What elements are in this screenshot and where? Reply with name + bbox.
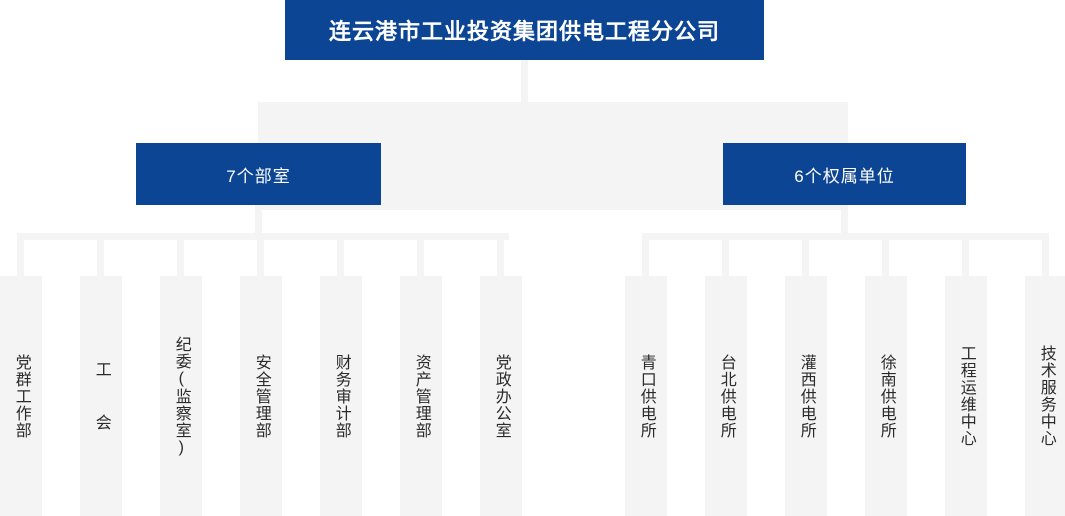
leaf-node-label: 党政办公室: [492, 353, 510, 439]
leaf-node-affiliated-unit-5[interactable]: 工程运维中心: [945, 276, 987, 516]
leaf-node-label: 技术服务中心: [1037, 345, 1055, 447]
connector-drop-department-3: [177, 233, 184, 278]
root-node-label: 连云港市工业投资集团供电工程分公司: [328, 19, 720, 44]
leaf-node-affiliated-unit-4[interactable]: 徐南供电所: [865, 276, 907, 516]
connector-drop-department-4: [257, 233, 264, 278]
leaf-node-label: 灌西供电所: [797, 353, 815, 439]
connector-drop-department-2: [97, 233, 104, 278]
leaf-node-affiliated-unit-2[interactable]: 台北供电所: [705, 276, 747, 516]
connector-drop-department-6: [417, 233, 424, 278]
connector-drop-affiliated-unit-3: [802, 233, 809, 278]
connector-drop-affiliated-unit-4: [882, 233, 889, 278]
connector-root-stem: [521, 60, 528, 103]
leaf-node-label: 工 会: [92, 361, 110, 431]
connector-drop-affiliated-unit-6: [1042, 233, 1049, 278]
leaf-node-label: 青口供电所: [637, 353, 655, 439]
leaf-node-department-4[interactable]: 安全管理部: [240, 276, 282, 516]
leaf-node-label: 党群工作部: [12, 353, 30, 439]
leaf-node-department-1[interactable]: 党群工作部: [0, 276, 42, 516]
leaf-node-label: 财务审计部: [332, 353, 350, 439]
branch-node-affiliated-units[interactable]: 6个权属单位: [723, 143, 966, 205]
leaf-node-label: 台北供电所: [717, 353, 735, 439]
leaf-node-label: 徐南供电所: [877, 353, 895, 439]
branch-node-departments[interactable]: 7个部室: [136, 143, 381, 205]
leaf-node-label: 安全管理部: [252, 353, 270, 439]
root-node-company[interactable]: 连云港市工业投资集团供电工程分公司: [285, 0, 764, 60]
connector-drop-affiliated-unit-5: [962, 233, 969, 278]
leaf-node-label: 纪委(监察室): [172, 335, 190, 457]
connector-branch-stem-left: [255, 205, 262, 235]
connector-drop-department-5: [337, 233, 344, 278]
connector-branch-stem-right: [841, 205, 848, 235]
connector-drop-department-7: [497, 233, 504, 278]
connector-drop-department-1: [17, 233, 24, 278]
connector-drop-affiliated-unit-1: [642, 233, 649, 278]
leaf-node-department-7[interactable]: 党政办公室: [480, 276, 522, 516]
connector-rail-right: [643, 233, 1048, 240]
branch-node-departments-label: 7个部室: [226, 166, 291, 186]
leaf-node-affiliated-unit-6[interactable]: 技术服务中心: [1025, 276, 1065, 516]
branch-node-affiliated-units-label: 6个权属单位: [794, 166, 895, 186]
leaf-node-department-3[interactable]: 纪委(监察室): [160, 276, 202, 516]
leaf-node-label: 资产管理部: [412, 353, 430, 439]
leaf-node-department-6[interactable]: 资产管理部: [400, 276, 442, 516]
leaf-node-department-2[interactable]: 工 会: [80, 276, 122, 516]
leaf-node-affiliated-unit-1[interactable]: 青口供电所: [625, 276, 667, 516]
connector-drop-affiliated-unit-2: [722, 233, 729, 278]
leaf-node-label: 工程运维中心: [957, 345, 975, 447]
leaf-node-department-5[interactable]: 财务审计部: [320, 276, 362, 516]
leaf-node-affiliated-unit-3[interactable]: 灌西供电所: [785, 276, 827, 516]
